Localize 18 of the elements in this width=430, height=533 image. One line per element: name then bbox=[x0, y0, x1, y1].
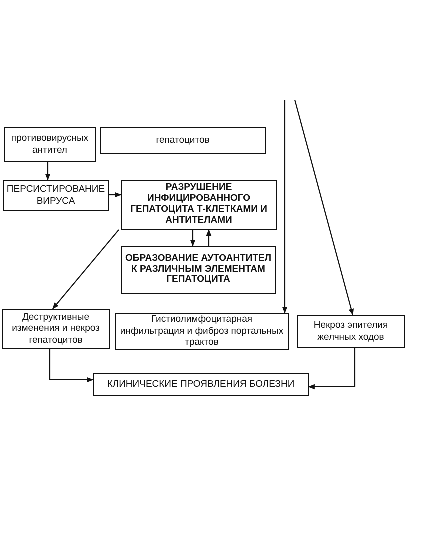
arrow bbox=[52, 230, 120, 310]
process-box: КЛИНИЧЕСКИЕ ПРОЯВЛЕНИЯ БОЛЕЗНИ bbox=[93, 373, 309, 396]
arrow bbox=[206, 229, 212, 246]
process-box: РАЗРУШЕНИЕ ИНФИЦИРОВАННОГО ГЕПАТОЦИТА Т-КЛЕТКАМИ И АНТИТЕЛАМИ bbox=[121, 180, 277, 230]
arrow bbox=[49, 349, 94, 383]
arrow bbox=[190, 230, 196, 247]
arrow bbox=[109, 192, 122, 198]
process-box: ПЕРСИСТИРОВАНИЕ ВИРУСА bbox=[3, 180, 109, 211]
process-box: Некроз эпителия желчных ходов bbox=[297, 315, 405, 348]
process-box: противовирусных антител bbox=[4, 127, 96, 162]
arrow bbox=[45, 162, 51, 181]
arrow bbox=[308, 348, 356, 390]
process-box: Гистиолимфоцитарная инфильтрация и фиброз портальных трактов bbox=[115, 313, 289, 350]
arrow bbox=[294, 100, 354, 316]
process-box: Деструктивные изменения и некроз гепатоцитов bbox=[2, 309, 110, 349]
process-box: ОБРАЗОВАНИЕ АУТОАНТИТЕЛ К РАЗЛИЧНЫМ ЭЛЕМЕНТАМ ГЕПАТОЦИТА bbox=[121, 246, 276, 294]
arrow bbox=[282, 100, 288, 314]
process-box: гепатоцитов bbox=[100, 127, 266, 154]
